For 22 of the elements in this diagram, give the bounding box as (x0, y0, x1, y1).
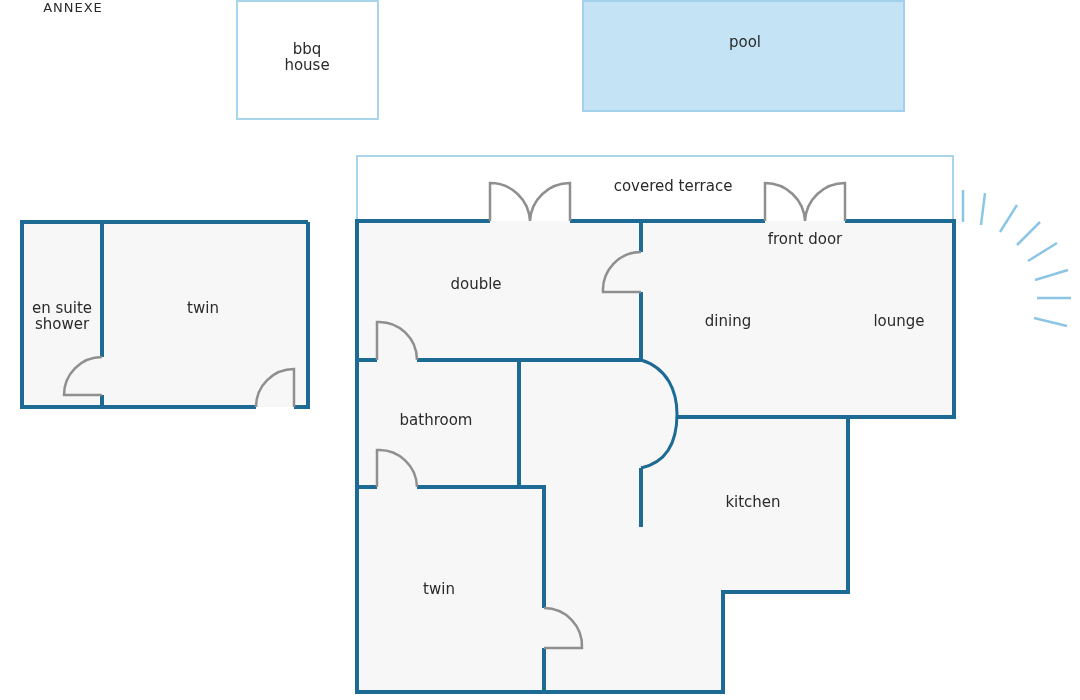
pool-area (582, 0, 905, 112)
room-label: bbq house (283, 42, 331, 74)
room-label: lounge (873, 314, 925, 330)
room-label: bathroom (399, 413, 473, 429)
room-label: pool (729, 35, 761, 51)
outbuilding (236, 0, 379, 120)
room-label: twin (423, 582, 455, 598)
room-floor (357, 487, 544, 692)
room-floor (357, 360, 519, 487)
room-floor (641, 221, 954, 417)
room-label: front door (767, 232, 843, 248)
room-label: double (450, 277, 502, 293)
room-label: twin (187, 301, 219, 317)
room-floor (357, 221, 641, 360)
room-label: dining (704, 314, 752, 330)
room-floor (22, 222, 102, 407)
terrace-area (356, 155, 954, 221)
annex-heading: ANNEXE (43, 1, 103, 15)
room-label: kitchen (725, 495, 781, 511)
room-label: covered terrace (613, 179, 733, 195)
room-label: en suite shower (30, 301, 94, 333)
room-floor (102, 222, 308, 407)
